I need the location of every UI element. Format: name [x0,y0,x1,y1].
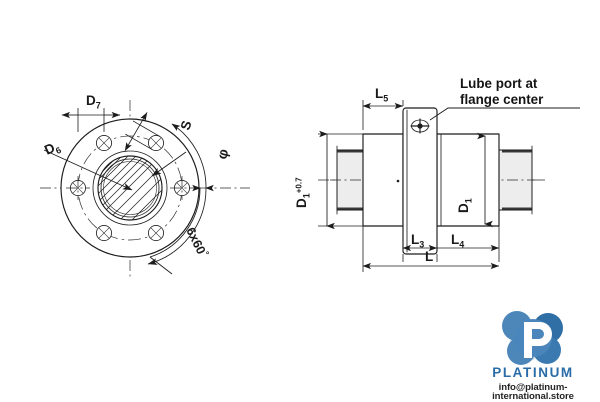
bolt-hole [95,134,113,152]
dim-label-d7: D7 [86,93,101,111]
logo-wordmark: PLATINUM [492,365,574,380]
logo-svg [502,311,563,365]
spline-minor-circle [103,161,157,215]
bolt-hole [147,134,165,152]
front-flange-view: D7 D6 [40,93,250,278]
platinum-watermark: PLATINUM info@platinum-international.sto… [470,306,596,401]
bolt-hole [147,224,165,242]
dim-label-d1: D1 [456,198,474,213]
dimension-phi: φ [171,123,231,192]
spline-major-circle [100,158,160,218]
dim-label-l: L [425,249,433,264]
left-hub-body [362,133,404,227]
axis-dot [396,179,400,183]
lube-port-note-line2: flange center [460,92,544,107]
dimension-l4: L4 [437,226,500,262]
bolt-hole [66,176,90,200]
platinum-p-logo-icon [470,306,596,368]
lube-port-note-line1: Lube port at [460,76,538,91]
dimension-d7: D7 [61,93,121,132]
hub-outer-circle [97,155,163,221]
lube-port-note: Lube port at flange center [429,76,580,121]
dimension-d1: D1 [456,132,493,228]
dimension-l3: L3 [402,232,438,262]
dimension-l5: L5 [362,86,404,130]
dim-label-l5: L5 [375,86,388,104]
lube-port-symbol [410,118,430,134]
dimension-l-overall: L [362,226,500,272]
dim-label-d1-tol: D1+0.7 [294,177,312,208]
dim-label-phi: φ [213,147,231,161]
logo-petals [502,311,563,365]
logo-letter-p [524,322,552,358]
dim-label-6x60: 6x60° [183,225,211,261]
dim-label-l3: L3 [411,232,424,250]
bolt-hole [95,224,113,242]
dim-label-l4: L4 [451,232,464,250]
logo-email: info@platinum-international.store [492,381,574,402]
center-flange-sleeve [402,107,438,255]
side-section-view: D1+0.7 D1 L5 [294,76,580,272]
